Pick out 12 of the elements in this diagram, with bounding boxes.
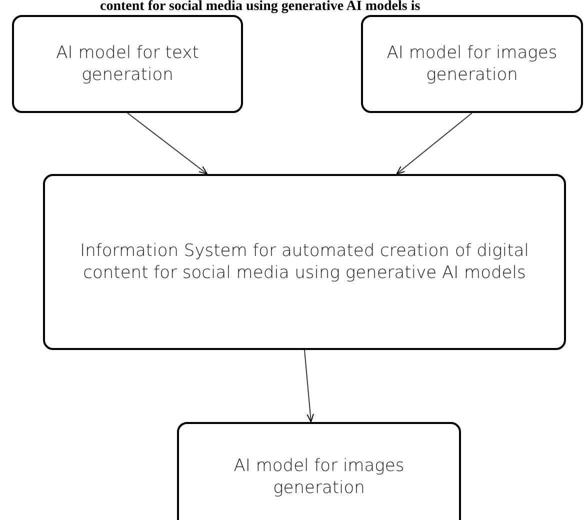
process-box [43, 174, 566, 350]
process-box [361, 15, 583, 113]
box-label: AI model for images generation [232, 454, 406, 500]
arrow [304, 350, 314, 422]
box-label: Information System for automated creation of digital content for social media using generative AI models [79, 240, 530, 284]
arrow [127, 112, 208, 174]
caption-text: content for social media using generative AI models is [100, 0, 420, 14]
process-box [12, 15, 243, 113]
box-label: AI model for images generation [386, 42, 558, 86]
process-box [177, 422, 461, 520]
box-label: AI model for text generation [55, 42, 200, 86]
arrow [396, 112, 472, 174]
